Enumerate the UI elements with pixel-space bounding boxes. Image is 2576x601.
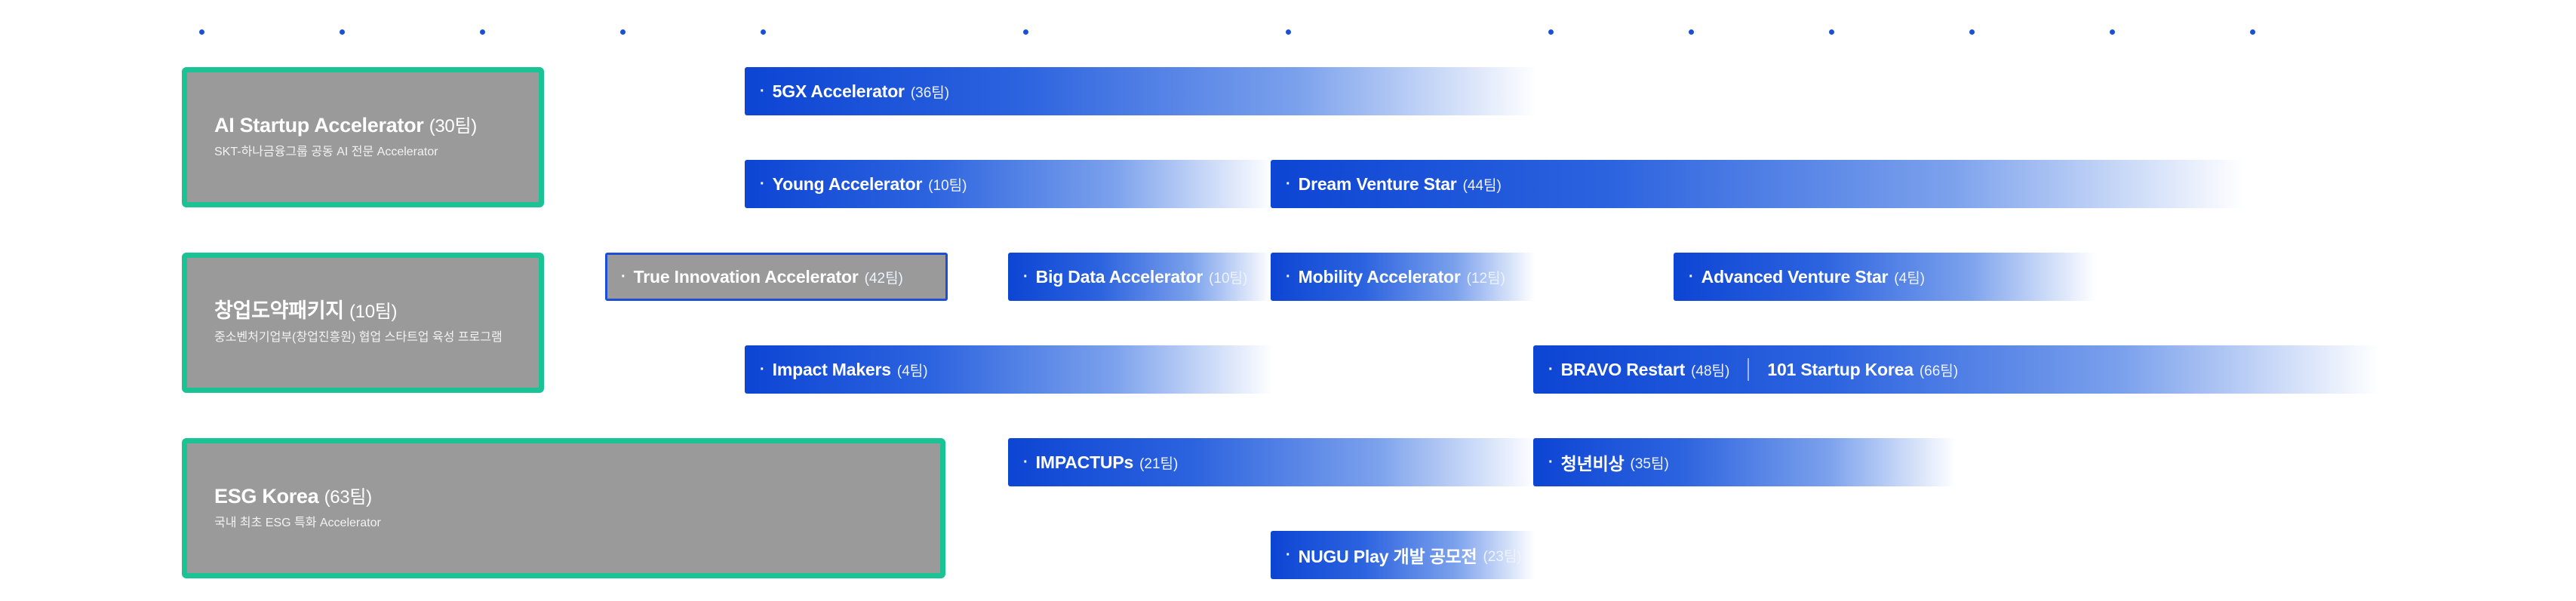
timeline-dot <box>1286 29 1291 35</box>
bar-5gx-accelerator[interactable]: · 5GX Accelerator (36팀) <box>745 67 1537 115</box>
timeline-dot <box>480 29 485 35</box>
bar-true-innovation-accelerator[interactable]: · True Innovation Accelerator (42팀) <box>605 253 948 301</box>
bar-big-data-accelerator[interactable]: · Big Data Accelerator (10팀) <box>1008 253 1271 301</box>
bar-mobility-accelerator[interactable]: · Mobility Accelerator (12팀) <box>1271 253 1535 301</box>
timeline-dot <box>2250 29 2255 35</box>
bar-count: (21팀) <box>1139 455 1179 472</box>
bar-label: NUGU Play 개발 공모전 <box>1298 547 1477 566</box>
bar-bullet: · <box>621 268 626 285</box>
timeline-dot <box>1689 29 1694 35</box>
bar-count: (42팀) <box>864 270 903 287</box>
bar-bullet: · <box>1689 268 1694 285</box>
bar-bullet: · <box>760 360 765 378</box>
bar-label: True Innovation Accelerator <box>633 266 859 287</box>
program-count: (63팀) <box>324 487 373 507</box>
timeline-dot <box>1023 29 1028 35</box>
bar-advanced-venture-star[interactable]: · Advanced Venture Star (4팀) <box>1674 253 2096 301</box>
bar-bullet: · <box>760 175 765 192</box>
program-box-startup-leap-package[interactable]: 창업도약패키지 (10팀) 중소벤처기업부(창업진흥원) 협업 스타트업 육성 … <box>182 253 544 393</box>
timeline-dot <box>1829 29 1834 35</box>
bar-count: (35팀) <box>1630 455 1669 472</box>
program-title: ESG Korea (63팀) <box>214 484 913 510</box>
program-count: (10팀) <box>349 302 398 322</box>
bar-label: 청년비상 <box>1560 454 1625 474</box>
program-title: 창업도약패키지 (10팀) <box>214 299 512 324</box>
bar-count: (10팀) <box>928 177 967 194</box>
program-description: SKT-하나금융그룹 공동 AI 전문 Accelerator <box>214 146 438 158</box>
timeline-dot <box>761 29 766 35</box>
bar-label: Mobility Accelerator <box>1298 266 1461 287</box>
bar-nugu-play-contest[interactable]: · NUGU Play 개발 공모전 (23팀) <box>1271 531 1535 579</box>
program-title: AI Startup Accelerator (30팀) <box>214 113 512 139</box>
bar-divider <box>1748 358 1750 381</box>
timeline-dot <box>340 29 345 35</box>
bar-count: (36팀) <box>910 84 950 101</box>
bar-label: Dream Venture Star <box>1298 173 1457 194</box>
timeline-dot <box>199 29 204 35</box>
program-name: ESG Korea <box>214 485 319 507</box>
bar-bullet: · <box>1023 268 1028 285</box>
bar-youth-rising[interactable]: · 청년비상 (35팀) <box>1533 438 1956 486</box>
bar-count: (4팀) <box>1894 270 1925 287</box>
bar-count: (4팀) <box>896 363 928 379</box>
bar-impact-makers[interactable]: · Impact Makers (4팀) <box>745 345 1273 394</box>
program-description: 중소벤처기업부(창업진흥원) 협업 스타트업 육성 프로그램 <box>214 331 503 344</box>
bar-count: (10팀) <box>1209 270 1248 287</box>
bar-count: (66팀) <box>1919 363 1959 379</box>
bar-bullet: · <box>1548 453 1554 471</box>
bar-label: 5GX Accelerator <box>772 81 905 101</box>
timeline-dot <box>620 29 626 35</box>
bar-bullet: · <box>760 82 765 100</box>
bar-label: BRAVO Restart <box>1560 359 1686 379</box>
bar-count: (23팀) <box>1483 548 1522 565</box>
program-name: 창업도약패키지 <box>214 299 344 322</box>
program-description: 국내 최초 ESG 특화 Accelerator <box>214 517 381 529</box>
timeline-dot <box>1548 29 1554 35</box>
program-name: AI Startup Accelerator <box>214 114 424 136</box>
bar-label-101-startup-korea: 101 Startup Korea <box>1767 359 1914 379</box>
bar-bullet: · <box>1023 453 1028 471</box>
bar-dream-venture-star[interactable]: · Dream Venture Star (44팀) <box>1271 160 2244 208</box>
bar-label: Young Accelerator <box>772 173 923 194</box>
bar-young-accelerator[interactable]: · Young Accelerator (10팀) <box>745 160 1273 208</box>
bar-label: Advanced Venture Star <box>1701 266 1889 287</box>
bar-bullet: · <box>1548 360 1554 378</box>
bar-count: (12팀) <box>1466 270 1505 287</box>
timeline-dot <box>2110 29 2115 35</box>
program-count: (30팀) <box>429 116 478 136</box>
bar-label: Big Data Accelerator <box>1035 266 1203 287</box>
bar-impactups[interactable]: · IMPACTUPs (21팀) <box>1008 438 1536 486</box>
timeline-dot <box>1969 29 1975 35</box>
bar-bravo-restart[interactable]: · BRAVO Restart (48팀) 101 Startup Korea … <box>1533 345 2378 394</box>
bar-count: (44팀) <box>1462 177 1502 194</box>
bar-bullet: · <box>1286 175 1291 192</box>
bar-label: Impact Makers <box>772 359 891 379</box>
program-box-ai-startup[interactable]: AI Startup Accelerator (30팀) SKT-하나금융그룹 … <box>182 67 544 207</box>
program-box-esg-korea[interactable]: ESG Korea (63팀) 국내 최초 ESG 특화 Accelerator <box>182 438 945 578</box>
bar-count: (48팀) <box>1691 363 1730 379</box>
bar-bullet: · <box>1286 268 1291 285</box>
bar-label: IMPACTUPs <box>1035 452 1134 472</box>
bar-bullet: · <box>1286 546 1291 563</box>
